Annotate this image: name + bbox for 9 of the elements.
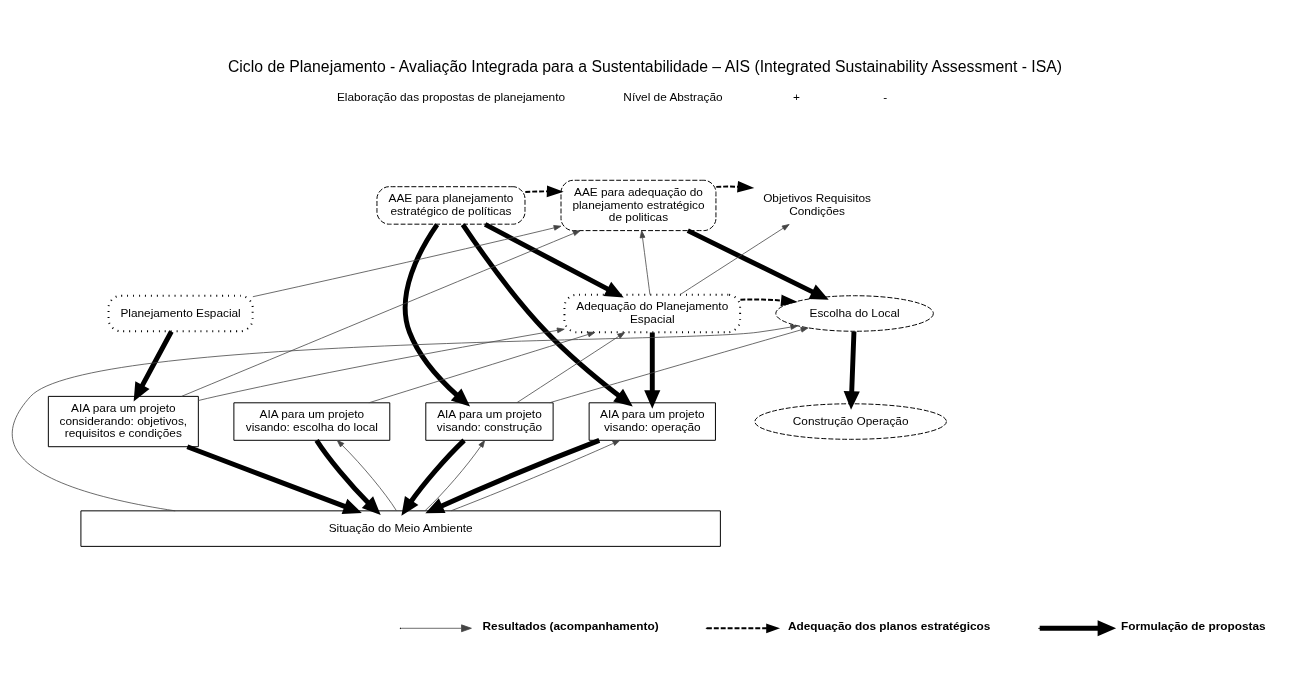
legend-label: Adequação dos planos estratégicos: [787, 618, 991, 633]
label: Elaboração das propostas de planejamento: [336, 89, 566, 104]
node-text: Objetivos Requisitos Condições: [763, 190, 871, 218]
diagram-title: Ciclo de Planejamento - Avaliação Integrada para a Sustentabilidade – AIS (Integrated Sustainability Assessment - ISA): [227, 57, 1063, 75]
legend-label: Formulação de propostas: [1121, 618, 1266, 633]
label: -: [883, 89, 888, 104]
label: Nível de Abstração: [623, 89, 723, 104]
label: +: [792, 89, 800, 104]
legend-label: Resultados (acompanhamento): [482, 618, 659, 633]
